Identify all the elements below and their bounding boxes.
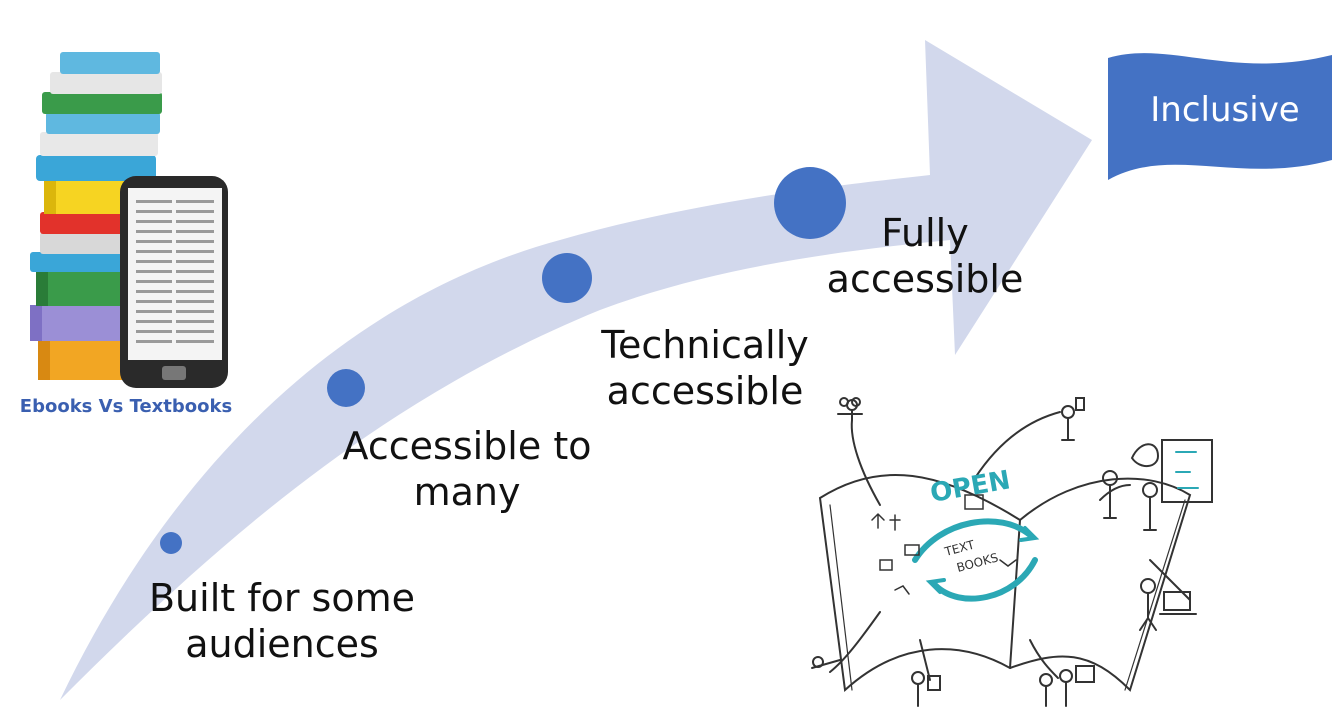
- stage-label-1: Built for some audiences: [92, 575, 472, 667]
- stage-label-4-line2: accessible: [826, 257, 1024, 301]
- sketch-open-label: OPEN: [928, 465, 1013, 509]
- stage-label-2-line1: Accessible to: [342, 424, 592, 468]
- stage-label-3: Technically accessible: [565, 322, 845, 414]
- figure-laptop: [1139, 578, 1197, 631]
- sketch-text-label-1: TEXT: [942, 537, 976, 559]
- stage-dot-3: [542, 253, 592, 303]
- stage-label-3-line1: Technically: [601, 323, 809, 367]
- stage-label-1-line2: audiences: [185, 622, 379, 666]
- stage-dot-2: [327, 369, 365, 407]
- inclusive-banner: [1108, 53, 1332, 180]
- phone-icon: [120, 176, 228, 388]
- figure-bottom: [911, 671, 941, 707]
- stage-label-2: Accessible to many: [292, 423, 642, 515]
- stage-label-4: Fully accessible: [800, 210, 1050, 302]
- ebooks-textbooks-image: [30, 52, 228, 388]
- stage-label-2-line2: many: [413, 470, 521, 514]
- figure-bottom-right: [1039, 665, 1095, 707]
- ebooks-caption: Ebooks Vs Textbooks: [19, 396, 233, 417]
- figure-top-small: [837, 397, 863, 415]
- stage-dot-4: [774, 167, 846, 239]
- stage-label-3-line2: accessible: [606, 369, 804, 413]
- figure-bottom-left: [811, 656, 841, 669]
- open-textbooks-sketch: OPEN TEXT BOOKS: [811, 397, 1213, 707]
- open-book-outline: [818, 474, 1192, 693]
- figure-top: [1061, 397, 1085, 441]
- inclusive-banner-label: Inclusive: [1150, 90, 1300, 130]
- stage-dot-1: [160, 532, 182, 554]
- figure-whiteboard: [1102, 439, 1213, 531]
- stage-label-4-line1: Fully: [881, 211, 969, 255]
- stage-label-1-line1: Built for some: [148, 576, 416, 620]
